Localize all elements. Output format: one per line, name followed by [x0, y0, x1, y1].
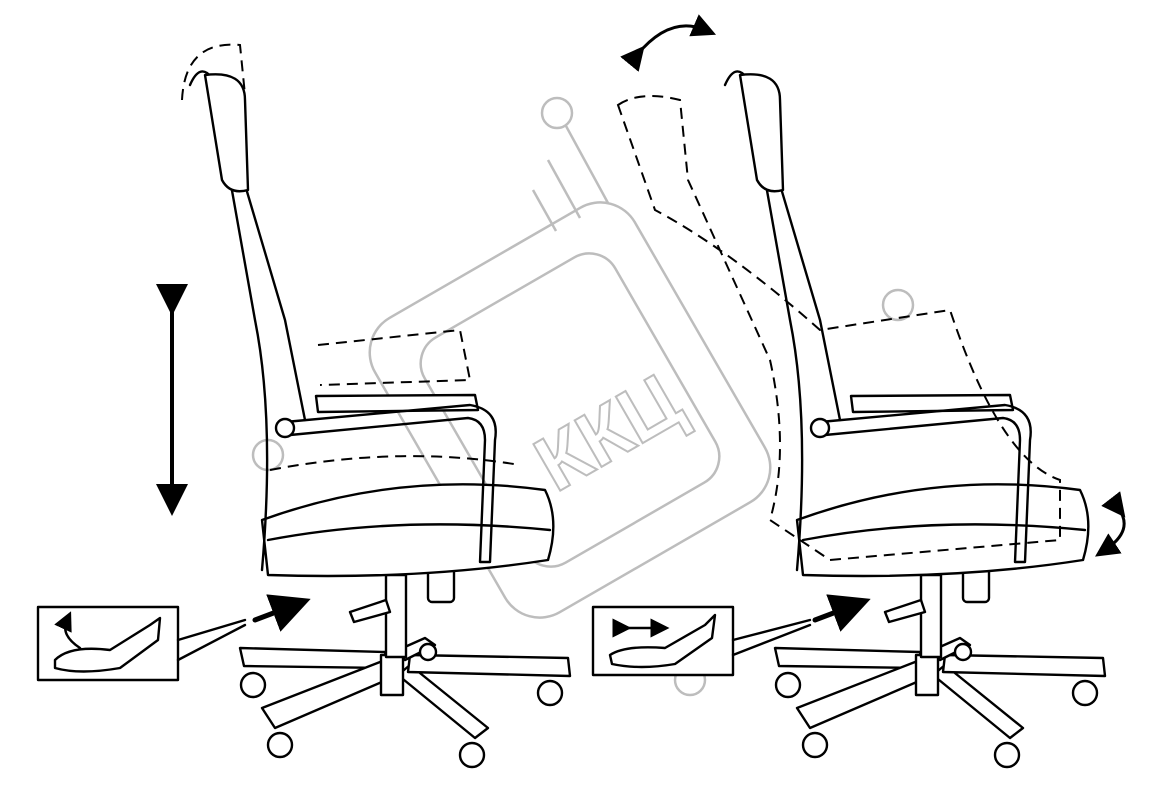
lever-up-arrow-icon	[54, 611, 82, 650]
pointer-arrow-icon-2	[812, 594, 871, 632]
pointer-arrow-icon	[252, 594, 311, 632]
chair-height-figure	[36, 43, 572, 769]
chair-tilt-figure	[591, 14, 1126, 769]
watermark-text: ККЦ	[520, 356, 696, 508]
seat-tilt-arrow-icon	[1095, 491, 1126, 557]
tilt-curved-arrow-icon	[620, 14, 717, 72]
